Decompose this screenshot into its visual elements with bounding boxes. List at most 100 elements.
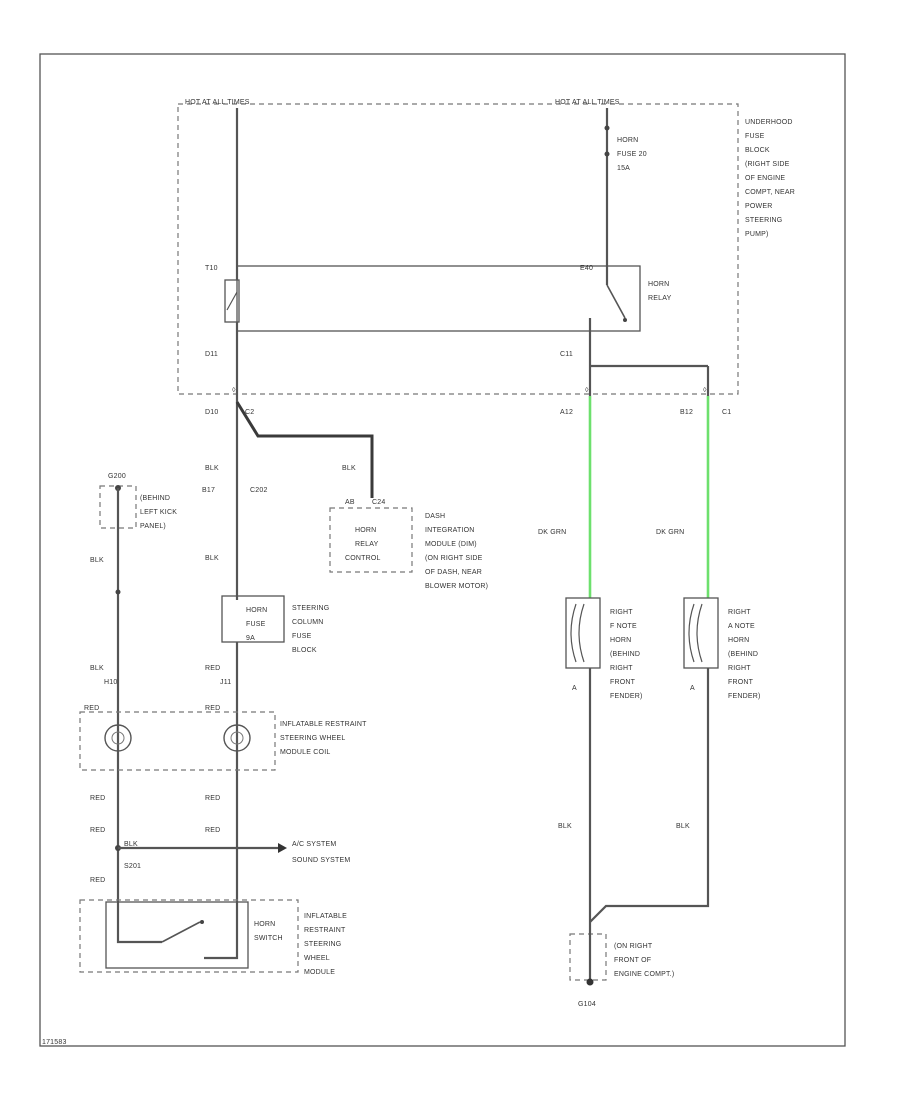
coil-right — [223, 724, 251, 752]
underhood-fuse-block-outline — [177, 103, 739, 395]
steering-column-label: STEERING COLUMN FUSE BLOCK — [292, 605, 329, 654]
coil-left — [104, 724, 132, 752]
svg-text:BLOCK: BLOCK — [292, 647, 317, 654]
horn-relay-control-label: HORN RELAY CONTROL — [345, 527, 380, 562]
svg-text:RIGHT: RIGHT — [610, 609, 633, 616]
hot-label-right: HOT AT ALL TIMES — [555, 99, 620, 106]
horn-a-ground-wire — [589, 668, 710, 923]
horn-relay-label: HORN RELAY — [648, 281, 672, 302]
svg-text:RELAY: RELAY — [355, 541, 379, 548]
svg-text:ENGINE COMPT.): ENGINE COMPT.) — [614, 971, 674, 978]
fuse-terminal-bottom — [604, 151, 610, 157]
coil-right-inner — [230, 731, 244, 745]
svg-text:POWER: POWER — [745, 203, 772, 210]
svg-text:STEERING: STEERING — [304, 941, 341, 948]
svg-text:UNDERHOOD: UNDERHOOD — [745, 119, 793, 126]
pin-c2: C2 — [245, 409, 254, 416]
svg-text:F NOTE: F NOTE — [610, 623, 637, 630]
svg-text:A NOTE: A NOTE — [728, 623, 755, 630]
fuse-terminal-top — [604, 125, 610, 131]
g200-location-label: (BEHIND LEFT KICK PANEL) — [140, 495, 177, 530]
svg-text:STEERING: STEERING — [745, 217, 782, 224]
svg-text:BLOWER MOTOR): BLOWER MOTOR) — [425, 583, 488, 590]
connector-mark-mid: ◊ — [585, 387, 589, 394]
blk-label-4: BLK — [90, 665, 104, 672]
red-label-r3: RED — [205, 827, 220, 834]
g104-ground-icon — [586, 978, 594, 986]
g104-location-label: (ON RIGHT FRONT OF ENGINE COMPT.) — [614, 943, 674, 978]
svg-text:INFLATABLE: INFLATABLE — [304, 913, 347, 920]
svg-text:FENDER): FENDER) — [610, 693, 643, 700]
ac-system-label: A/C SYSTEM — [292, 841, 336, 848]
dk-grn-left: DK GRN — [538, 529, 566, 536]
svg-text:FUSE: FUSE — [246, 621, 266, 628]
sound-system-label: SOUND SYSTEM — [292, 857, 350, 864]
relay-switch-contact — [623, 318, 627, 322]
connector-c202: C202 — [250, 487, 268, 494]
pin-e40: E40 — [580, 265, 593, 272]
svg-text:HORN: HORN — [246, 607, 267, 614]
svg-text:OF DASH, NEAR: OF DASH, NEAR — [425, 569, 482, 576]
horn-fuse-label: HORN FUSE 20 15A — [617, 137, 647, 172]
g104-box — [569, 933, 607, 981]
underhood-label: UNDERHOOD FUSE BLOCK (RIGHT SIDE OF ENGI… — [745, 119, 795, 238]
red-label-l3: RED — [90, 827, 105, 834]
svg-text:FENDER): FENDER) — [728, 693, 761, 700]
svg-text:COLUMN: COLUMN — [292, 619, 324, 626]
horn-switch-box — [105, 901, 249, 969]
svg-text:STEERING: STEERING — [292, 605, 329, 612]
accessory-arrow-icon — [278, 843, 287, 853]
svg-text:PANEL): PANEL) — [140, 523, 166, 530]
svg-text:WHEEL: WHEEL — [304, 955, 330, 962]
svg-text:(BEHIND: (BEHIND — [610, 651, 640, 658]
svg-text:RELAY: RELAY — [648, 295, 672, 302]
svg-text:INTEGRATION: INTEGRATION — [425, 527, 475, 534]
coil-module-box — [79, 711, 276, 771]
hot-label-left: HOT AT ALL TIMES — [185, 99, 250, 106]
red-label-r1: RED — [205, 705, 220, 712]
svg-text:HORN: HORN — [610, 637, 631, 644]
coil-module-label: INFLATABLE RESTRAINT STEERING WHEEL MODU… — [280, 721, 367, 756]
svg-text:FUSE: FUSE — [292, 633, 312, 640]
svg-text:MODULE COIL: MODULE COIL — [280, 749, 330, 756]
horn-relay-box — [236, 265, 641, 332]
svg-text:RESTRAINT: RESTRAINT — [304, 927, 346, 934]
blk-splice-label: BLK — [124, 841, 138, 848]
ground-g104: G104 — [578, 1001, 596, 1008]
svg-text:STEERING WHEEL: STEERING WHEEL — [280, 735, 345, 742]
splice-s201-label: S201 — [124, 863, 141, 870]
svg-text:PUMP): PUMP) — [745, 231, 769, 238]
diagram-id: 171583 — [42, 1039, 67, 1046]
blk-left-label: BLK — [90, 557, 104, 564]
svg-text:(ON RIGHT: (ON RIGHT — [614, 943, 653, 950]
svg-text:INFLATABLE RESTRAINT: INFLATABLE RESTRAINT — [280, 721, 367, 728]
pin-t10: T10 — [205, 265, 218, 272]
blk-label-3: BLK — [205, 555, 219, 562]
right-a-horn-label: RIGHT A NOTE HORN (BEHIND RIGHT FRONT FE… — [728, 609, 761, 700]
pin-c1: C1 — [722, 409, 731, 416]
svg-text:FUSE 20: FUSE 20 — [617, 151, 647, 158]
dk-grn-right: DK GRN — [656, 529, 684, 536]
ir-module-box — [79, 899, 299, 973]
svg-text:RIGHT: RIGHT — [610, 665, 633, 672]
svg-text:(ON RIGHT SIDE: (ON RIGHT SIDE — [425, 555, 483, 562]
svg-text:HORN: HORN — [617, 137, 638, 144]
pin-d11: D11 — [205, 351, 218, 358]
pin-b12: B12 — [680, 409, 693, 416]
blk-right-right: BLK — [676, 823, 690, 830]
svg-text:RIGHT: RIGHT — [728, 609, 751, 616]
horn-switch-arm — [161, 921, 201, 943]
svg-text:15A: 15A — [617, 165, 630, 172]
svg-text:HORN: HORN — [355, 527, 376, 534]
pin-d10: D10 — [205, 409, 218, 416]
right-f-horn-label: RIGHT F NOTE HORN (BEHIND RIGHT FRONT FE… — [610, 609, 643, 700]
splice-left — [115, 589, 121, 595]
svg-text:HORN: HORN — [254, 921, 275, 928]
horn-f-icon — [565, 597, 601, 669]
steering-column-fuse-block — [221, 595, 285, 643]
ir-module-label: INFLATABLE RESTRAINT STEERING WHEEL MODU… — [304, 913, 347, 976]
svg-text:FRONT: FRONT — [728, 679, 754, 686]
svg-text:SWITCH: SWITCH — [254, 935, 283, 942]
svg-text:MODULE: MODULE — [304, 969, 335, 976]
